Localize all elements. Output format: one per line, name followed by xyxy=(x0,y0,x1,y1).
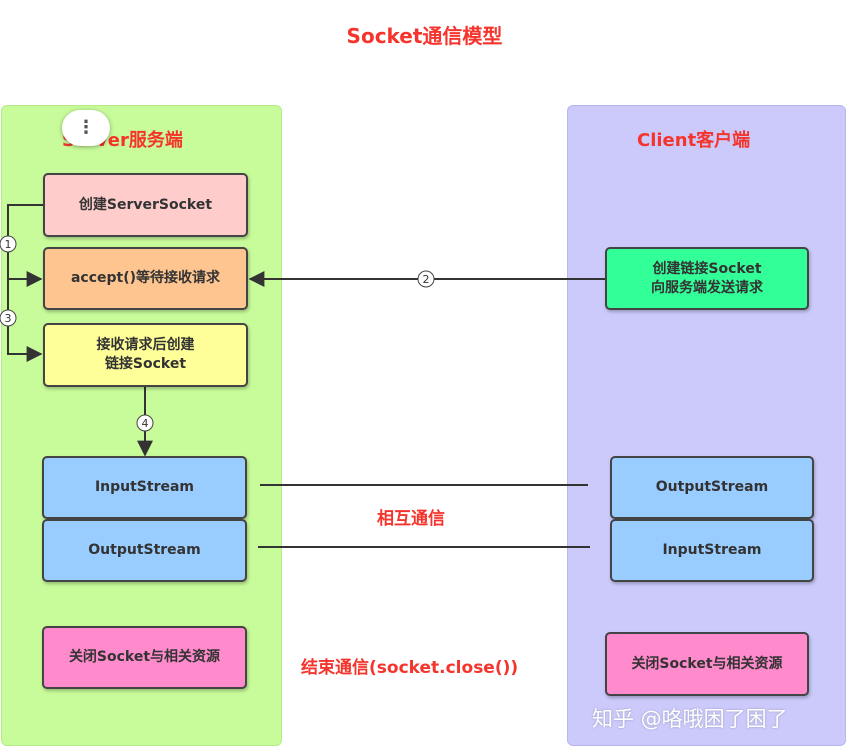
step-label-2: 2 xyxy=(423,273,430,286)
step-circle-3 xyxy=(0,309,17,327)
step-circle-1 xyxy=(0,235,17,253)
step-label-3: 3 xyxy=(5,312,12,325)
client-connect-box: 创建链接Socket 向服务端发送请求 xyxy=(605,247,809,310)
more-options-button[interactable]: ⋮ xyxy=(62,110,110,146)
watermark: 知乎 @咯哦困了困了 xyxy=(592,707,788,731)
client-close-box: 关闭Socket与相关资源 xyxy=(605,632,809,696)
create-link-socket-box: 接收请求后创建 链接Socket xyxy=(43,323,248,387)
create-serversocket-box: 创建ServerSocket xyxy=(43,173,248,237)
client-inputstream-box: InputStream xyxy=(610,519,814,582)
server-outputstream-box: OutputStream xyxy=(42,519,247,582)
diagram-title: Socket通信模型 xyxy=(346,24,503,48)
end-communication-label: 结束通信(socket.close()) xyxy=(301,658,519,678)
server-inputstream-box: InputStream xyxy=(42,456,247,519)
mutual-communication-label: 相互通信 xyxy=(377,509,445,529)
arrow-step-3 xyxy=(7,279,43,362)
step-label-4: 4 xyxy=(142,417,149,430)
more-vertical-icon: ⋮ xyxy=(77,117,95,138)
client-outputstream-box: OutputStream xyxy=(610,456,814,519)
client-panel-title: Client客户端 xyxy=(637,130,751,151)
accept-box: accept()等待接收请求 xyxy=(43,247,248,310)
step-label-1: 1 xyxy=(5,238,12,251)
step-circle-2 xyxy=(417,270,435,288)
server-close-box: 关闭Socket与相关资源 xyxy=(42,626,247,689)
step-circle-4 xyxy=(136,414,154,432)
